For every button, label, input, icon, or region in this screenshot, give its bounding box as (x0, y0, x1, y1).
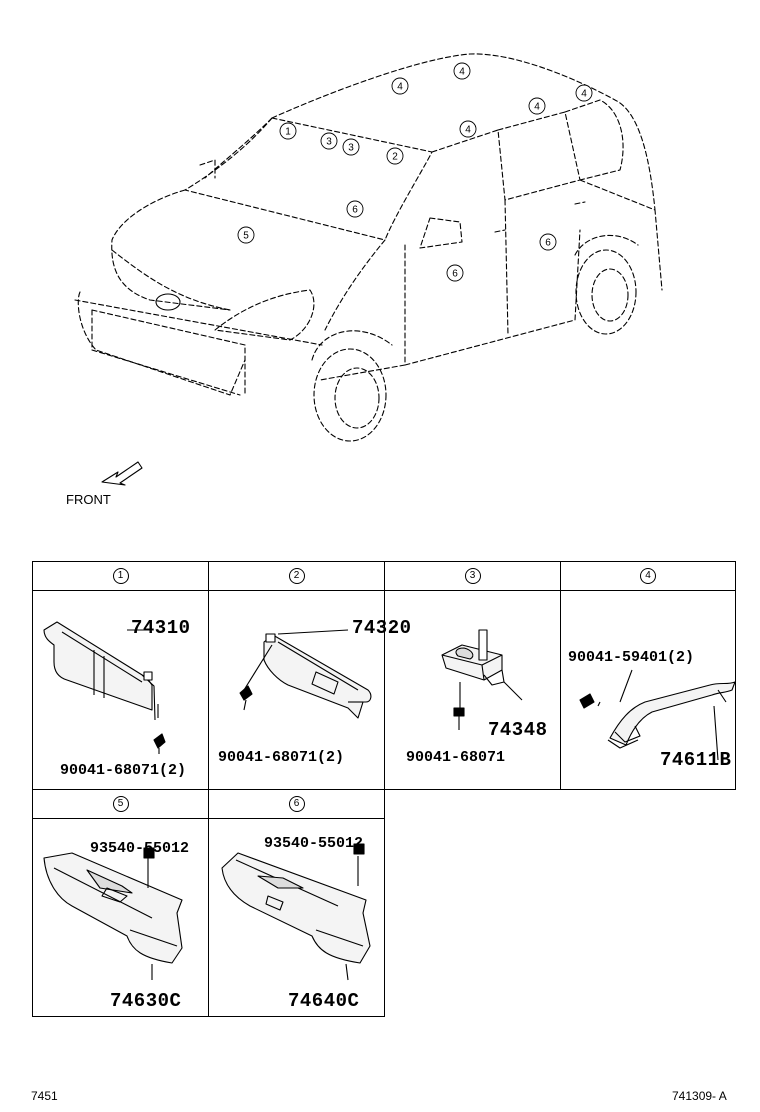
switch-base-right-drawing (221, 843, 371, 981)
part-number-main: 74348 (488, 719, 548, 741)
callout-4: 4 (391, 77, 409, 95)
part-number-fastener: 90041-68071 (406, 749, 506, 766)
callout-circle (342, 138, 360, 156)
callout-number: 3 (326, 137, 332, 148)
callout-number: 5 (243, 231, 249, 242)
callout-circle (575, 84, 593, 102)
part-number-main: 74320 (352, 617, 412, 639)
section-header-4: 4 (560, 561, 736, 591)
part-number-fastener: 93540-55012 (264, 835, 364, 852)
callout-circle (528, 97, 546, 115)
vehicle-outline (74, 53, 663, 442)
callout-6: 6 (539, 233, 557, 251)
part-number-fastener: 93540-55012 (90, 840, 190, 857)
callout-circle (386, 147, 404, 165)
front-label: FRONT (66, 492, 111, 507)
section-number: 6 (288, 796, 305, 812)
callout-number: 4 (397, 82, 403, 93)
diagram-code-left: 7451 (31, 1089, 58, 1103)
callout-number: 6 (452, 269, 458, 280)
sun-visor-left-drawing (43, 621, 166, 754)
part-number-fastener: 90041-68071(2) (218, 749, 345, 766)
callout-group: 1 3 3 2 4 4 4 4 4 6 5 6 6 (237, 62, 593, 282)
callout-3: 3 (342, 138, 360, 156)
callout-6: 6 (346, 200, 364, 218)
callout-circle (279, 122, 297, 140)
callout-circle (539, 233, 557, 251)
callout-circle (237, 226, 255, 244)
section-header-6: 6 (208, 789, 385, 819)
callout-number: 1 (285, 127, 291, 138)
section-number: 5 (112, 796, 129, 812)
callout-number: 4 (534, 102, 540, 113)
part-number-fastener: 90041-59401(2) (568, 649, 695, 666)
section-number: 4 (640, 568, 656, 584)
part-number-main: 74310 (131, 617, 191, 639)
callout-circle (346, 200, 364, 218)
callout-3: 3 (320, 132, 338, 150)
vehicle-illustration: 1 3 3 2 4 4 4 4 4 6 5 6 6 (74, 53, 663, 486)
section-header-2: 2 (208, 561, 385, 591)
callout-4: 4 (528, 97, 546, 115)
callout-number: 4 (465, 125, 471, 136)
callout-circle (446, 264, 464, 282)
callout-4: 4 (453, 62, 471, 80)
emblem (155, 293, 181, 311)
callout-number: 4 (581, 89, 587, 100)
front-arrow-icon (101, 461, 143, 486)
callout-circle (391, 77, 409, 95)
callout-number: 2 (392, 152, 398, 163)
callout-1: 1 (279, 122, 297, 140)
section-header-1: 1 (32, 561, 209, 591)
callout-4: 4 (575, 84, 593, 102)
callout-4: 4 (459, 120, 477, 138)
switch-base-left-drawing (43, 847, 183, 980)
callout-circle (320, 132, 338, 150)
callout-number: 6 (545, 238, 551, 249)
callout-2: 2 (386, 147, 404, 165)
part-number-fastener: 90041-68071(2) (60, 762, 187, 779)
section-number: 1 (112, 568, 129, 584)
callout-circle (453, 62, 471, 80)
callout-circle (459, 120, 477, 138)
part-number-main: 74630C (110, 990, 182, 1012)
part-number-main: 74611B (660, 749, 732, 771)
section-number: 3 (464, 568, 481, 584)
section-cell-6 (208, 818, 385, 1017)
section-cell-4 (560, 590, 736, 790)
callout-6: 6 (446, 264, 464, 282)
callout-number: 4 (459, 67, 465, 78)
parts-table: 1 2 3 4 5 6 74310 90041-68071(2) (32, 561, 736, 1017)
section-number: 2 (288, 568, 305, 584)
part-number-main: 74640C (288, 990, 360, 1012)
visor-holder-drawing (441, 629, 523, 730)
callout-number: 3 (348, 143, 354, 154)
sun-visor-right-drawing (239, 629, 372, 719)
section-header-3: 3 (384, 561, 561, 591)
assist-grip-drawing (579, 669, 736, 761)
callout-number: 6 (352, 205, 358, 216)
callout-5: 5 (237, 226, 255, 244)
diagram-code-right: 741309- A (672, 1089, 727, 1103)
section-header-5: 5 (32, 789, 209, 819)
